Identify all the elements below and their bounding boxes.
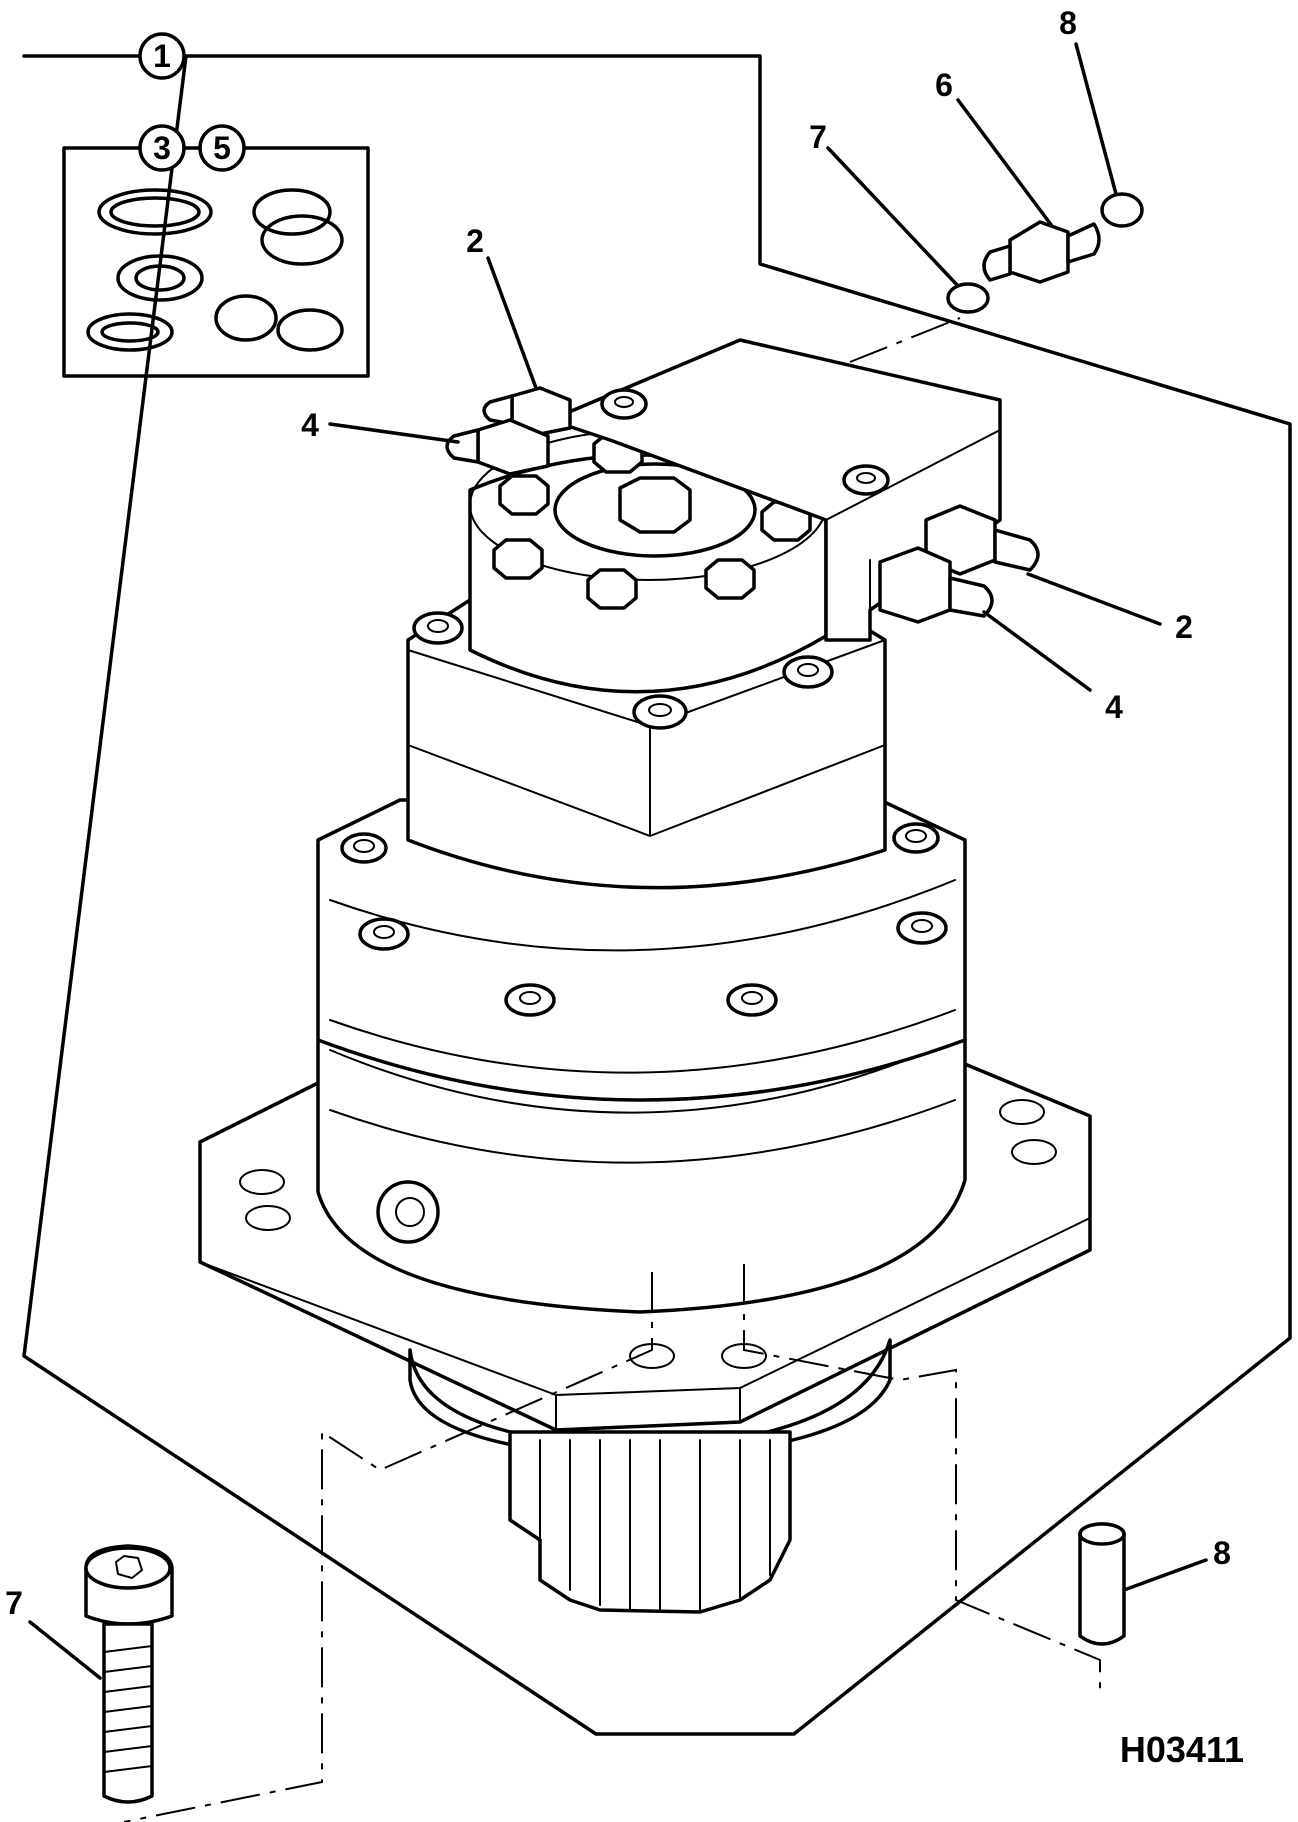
leader-lines: [28, 42, 1208, 1680]
callout-oring-right: 8: [1059, 5, 1077, 41]
callout-valve-right: 2: [1175, 609, 1193, 645]
callout-kit-1: 1: [138, 32, 186, 80]
drain-plug: [376, 1180, 440, 1244]
callout-seal-5: 5: [198, 124, 246, 172]
pinion-gear: [408, 1338, 892, 1614]
callout-seal-3: 3: [138, 124, 186, 172]
callout-pin: 8: [1213, 1535, 1231, 1571]
callout-oring-top: 7: [809, 119, 827, 155]
oring-top: [946, 282, 990, 314]
callout-fitting-right: 4: [1105, 689, 1123, 725]
housing-bolts: [340, 822, 948, 1017]
seal-rings-group: [86, 188, 344, 352]
adapter-fitting: [982, 220, 1101, 284]
callout-adapter: 6: [935, 67, 953, 103]
lower-housing: [316, 1038, 967, 1314]
kit-boundary-outline: [22, 54, 1292, 1736]
dowel-pin: [1078, 1522, 1126, 1646]
svg-text:1: 1: [153, 38, 171, 74]
callout-fitting-left: 4: [301, 407, 319, 443]
callout-valve-top: 2: [466, 223, 484, 259]
assembly-centerlines: [123, 317, 1101, 1822]
valve-block-bolts: [600, 388, 890, 496]
svg-text:5: 5: [213, 130, 231, 166]
figure-reference: H03411: [1120, 1729, 1244, 1770]
cap-screw: [84, 1544, 174, 1804]
svg-text:3: 3: [153, 130, 171, 166]
fitting-right-bottom: [878, 546, 994, 624]
fitting-left-bottom: [445, 418, 550, 476]
upper-bolts: [412, 611, 834, 730]
callout-screw: 7: [5, 1585, 23, 1621]
oring-right: [1100, 192, 1144, 228]
